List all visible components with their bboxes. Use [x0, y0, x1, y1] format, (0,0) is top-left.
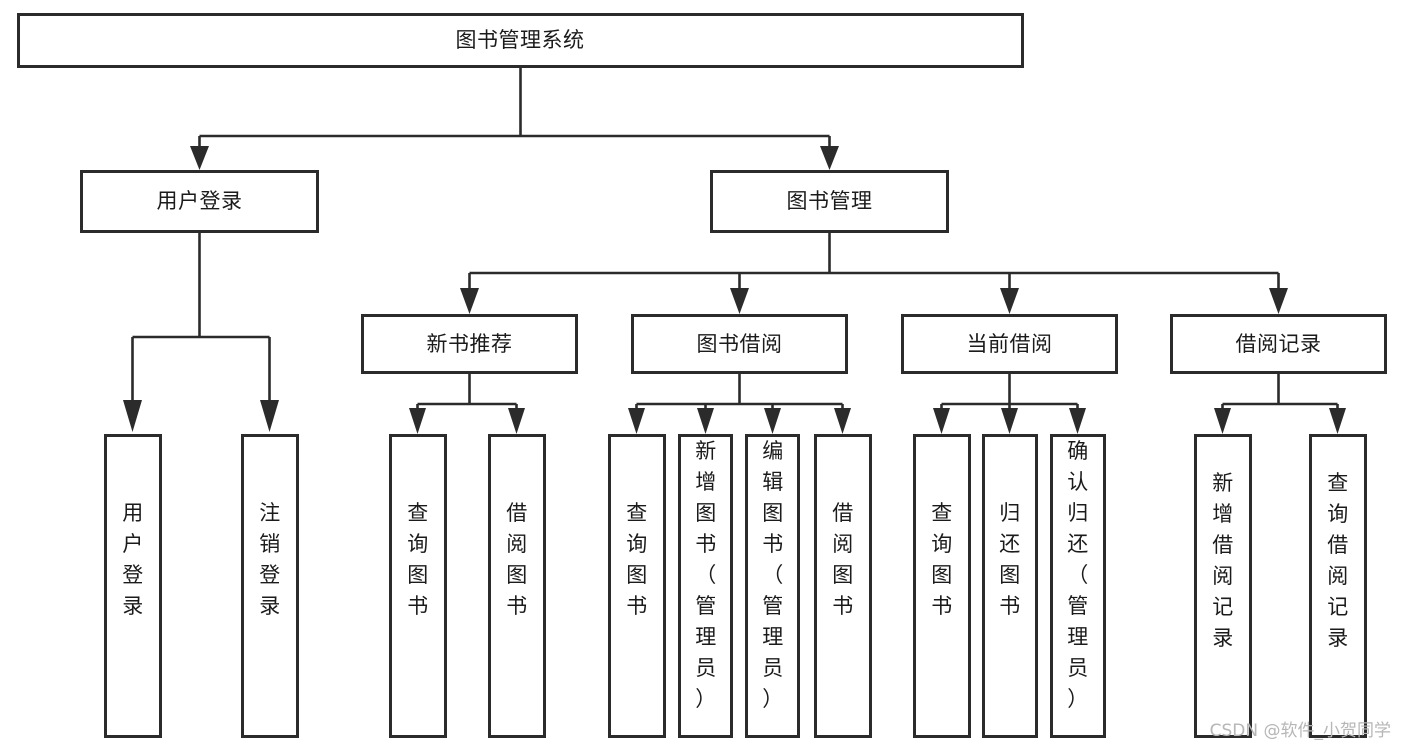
arrow-head-leaf-add-book [697, 408, 714, 434]
arrow-head-leaf-add-record [1214, 408, 1231, 434]
borrow-record-box[interactable] [1170, 314, 1387, 374]
leaf-user-login-label: 用户登录 [122, 501, 144, 618]
node-leaf-user-login[interactable]: 用户登录 [104, 434, 162, 738]
arrow-head-borrow-record [1269, 288, 1288, 314]
node-leaf-logout-login[interactable]: 注销登录 [241, 434, 299, 738]
arrow-head-leaf-confirm-return [1069, 408, 1086, 434]
node-leaf-confirm-return[interactable]: 确认归还（管理员） [1050, 434, 1106, 738]
leaf-query-book-3-label: 查询图书 [931, 501, 953, 618]
leaf-borrow-book-1-label: 借阅图书 [506, 501, 528, 618]
arrow-head-leaf-query-book-1 [409, 408, 426, 434]
root-label: 图书管理系统 [456, 28, 585, 52]
arrow-head-book-manage [820, 146, 839, 170]
leaf-query-book-3-box[interactable] [913, 434, 971, 738]
node-new-book-recommend[interactable]: 新书推荐 [361, 314, 578, 374]
arrow-head-leaf-return-book [1001, 408, 1018, 434]
arrow-head-leaf-borrow-book-1 [508, 408, 525, 434]
leaf-confirm-return-box[interactable] [1050, 434, 1106, 738]
leaf-query-book-2-box[interactable] [608, 434, 666, 738]
user-login-box[interactable] [80, 170, 319, 233]
leaf-user-login-box[interactable] [104, 434, 162, 738]
node-root[interactable]: 图书管理系统 [17, 13, 1024, 68]
leaf-borrow-book-1-box[interactable] [488, 434, 546, 738]
node-leaf-add-book[interactable]: 新增图书（管理员） [678, 434, 733, 738]
node-borrow-record[interactable]: 借阅记录 [1170, 314, 1387, 374]
leaf-return-book-box[interactable] [982, 434, 1038, 738]
csdn-watermark: CSDN @软件_小贺同学 [1209, 721, 1391, 741]
leaf-edit-book-box[interactable] [745, 434, 800, 738]
leaf-query-record-label: 查询借阅记录 [1327, 471, 1349, 650]
leaf-logout-login-label: 注销登录 [259, 501, 281, 618]
borrow-record-label: 借阅记录 [1236, 332, 1322, 356]
connector-layer [123, 67, 1346, 434]
node-leaf-edit-book[interactable]: 编辑图书（管理员） [745, 434, 800, 738]
leaf-query-book-2-label: 查询图书 [626, 501, 648, 618]
leaf-add-record-box[interactable] [1194, 434, 1252, 738]
book-borrow-label: 图书借阅 [697, 332, 783, 356]
arrow-head-leaf-query-book-3 [933, 408, 950, 434]
root-box[interactable] [17, 13, 1024, 68]
book-manage-label: 图书管理 [787, 189, 873, 213]
leaf-add-record-label: 新增借阅记录 [1212, 471, 1234, 650]
node-leaf-query-book-1[interactable]: 查询图书 [389, 434, 447, 738]
book-borrow-box[interactable] [631, 314, 848, 374]
arrow-head-user-login [190, 146, 209, 170]
arrow-head-leaf-logout-login [260, 400, 279, 432]
node-leaf-query-book-2[interactable]: 查询图书 [608, 434, 666, 738]
new-book-recommend-label: 新书推荐 [427, 332, 513, 356]
leaf-logout-login-box[interactable] [241, 434, 299, 738]
arrow-head-leaf-borrow-book-2 [834, 408, 851, 434]
leaf-confirm-return-label: 确认归还（管理员） [1067, 439, 1089, 711]
leaf-query-book-1-label: 查询图书 [407, 501, 429, 618]
leaf-query-record-box[interactable] [1309, 434, 1367, 738]
arrow-head-leaf-edit-book [764, 408, 781, 434]
leaf-borrow-book-2-label: 借阅图书 [832, 501, 854, 618]
arrow-head-leaf-query-record [1329, 408, 1346, 434]
leaf-edit-book-label: 编辑图书（管理员） [762, 439, 784, 711]
node-user-login[interactable]: 用户登录 [80, 170, 319, 233]
leaf-query-book-1-box[interactable] [389, 434, 447, 738]
node-book-manage[interactable]: 图书管理 [710, 170, 949, 233]
node-leaf-add-record[interactable]: 新增借阅记录 [1194, 434, 1252, 738]
current-borrow-label: 当前借阅 [967, 332, 1053, 356]
book-manage-box[interactable] [710, 170, 949, 233]
node-book-borrow[interactable]: 图书借阅 [631, 314, 848, 374]
leaf-add-book-label: 新增图书（管理员） [695, 439, 717, 711]
node-leaf-query-book-3[interactable]: 查询图书 [913, 434, 971, 738]
node-leaf-borrow-book-2[interactable]: 借阅图书 [814, 434, 872, 738]
arrow-head-book-borrow [730, 288, 749, 314]
user-login-label: 用户登录 [157, 189, 243, 213]
new-book-recommend-box[interactable] [361, 314, 578, 374]
arrow-head-leaf-user-login [123, 400, 142, 432]
leaf-add-book-box[interactable] [678, 434, 733, 738]
leaf-return-book-label: 归还图书 [999, 501, 1021, 618]
arrow-head-current-borrow [1000, 288, 1019, 314]
arrow-head-leaf-query-book-2 [628, 408, 645, 434]
node-current-borrow[interactable]: 当前借阅 [901, 314, 1118, 374]
current-borrow-box[interactable] [901, 314, 1118, 374]
arrow-head-new-book-recommend [460, 288, 479, 314]
node-leaf-query-record[interactable]: 查询借阅记录 [1309, 434, 1367, 738]
leaf-borrow-book-2-box[interactable] [814, 434, 872, 738]
node-leaf-borrow-book-1[interactable]: 借阅图书 [488, 434, 546, 738]
node-leaf-return-book[interactable]: 归还图书 [982, 434, 1038, 738]
